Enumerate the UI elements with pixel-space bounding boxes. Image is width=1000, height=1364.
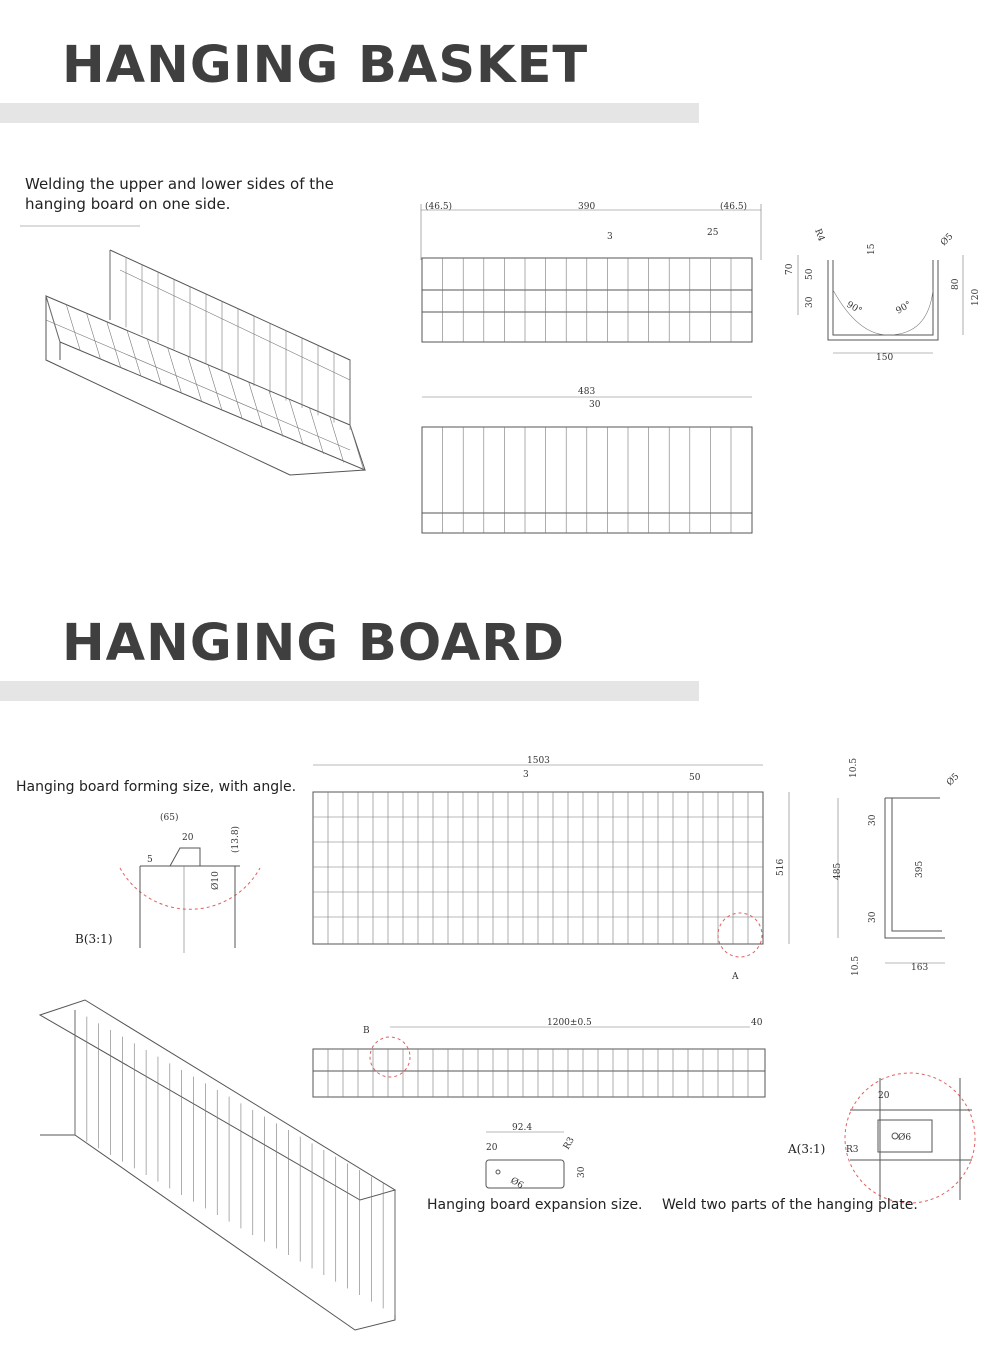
board-side-view: 10.5 Ø5 30 485 395 30 10.5 163: [833, 758, 962, 976]
detail-b-drawing: (65) 20 (13.8) Ø10 5: [119, 812, 261, 953]
exp-20: 20: [486, 1143, 498, 1153]
exp-dia: Ø6: [509, 1175, 526, 1191]
side-dim-10-5-bot: 10.5: [851, 956, 861, 976]
detail-a-drawing: 20 R3 Ø6: [844, 1072, 976, 1204]
wire: [147, 338, 162, 386]
board-dim-50: 50: [689, 773, 701, 783]
wire: [126, 330, 142, 377]
side-dim-10-5-top: 10.5: [849, 758, 859, 778]
basket-front-view: (46.5) 390 (46.5) 3 25: [420, 201, 762, 343]
detail-b-5: 5: [147, 855, 153, 865]
board-dim-gap: 3: [523, 770, 529, 780]
side-dim-30-top: 30: [868, 814, 878, 826]
wire: [228, 373, 243, 420]
wire: [65, 304, 81, 351]
detail-a-20: 20: [878, 1091, 890, 1101]
wire: [86, 313, 101, 360]
exp-30: 30: [577, 1166, 587, 1178]
side-dim-30-bot: 30: [868, 911, 878, 923]
dim-tab: 25: [707, 228, 719, 238]
weld-plate-note: Weld two parts of the hanging plate.: [662, 1197, 918, 1213]
detail-a-label: A(3:1): [788, 1142, 826, 1156]
forming-note: Hanging board forming size, with angle.: [16, 779, 297, 795]
detail-b-13-8: (13.8): [230, 826, 241, 853]
dim-15: 15: [867, 243, 877, 255]
marker-a: A: [731, 972, 739, 982]
dim-left: (46.5): [425, 201, 452, 212]
basket-isometric-drawing: [20, 225, 366, 476]
dim-30: 30: [805, 296, 815, 308]
wire: [207, 364, 223, 411]
detail-a-r3: R3: [846, 1145, 859, 1155]
section-title-basket: HANGING BASKET: [62, 36, 589, 95]
basket-top-view: 483 30: [421, 387, 753, 534]
board-top-view: B 1200±0.5 40: [312, 1018, 766, 1098]
angle-left: 90°: [845, 300, 864, 317]
board-dim-1200: 1200±0.5: [547, 1018, 592, 1028]
wire: [268, 390, 284, 437]
wire: [45, 295, 61, 343]
dim-80: 80: [951, 278, 961, 290]
detail-b-label: B(3:1): [75, 932, 113, 946]
side-dim-163: 163: [911, 963, 928, 973]
wire: [248, 381, 263, 429]
dim-30-top: 30: [589, 400, 601, 410]
dim-dia: Ø5: [938, 231, 955, 248]
dim-483: 483: [578, 387, 595, 397]
exp-r3: R3: [562, 1135, 577, 1151]
section-divider: [0, 681, 699, 701]
wire: [329, 416, 345, 463]
section-divider: [0, 103, 699, 123]
wire: [187, 356, 203, 403]
expansion-drawing: 92.4 20 R3 Ø6 30: [485, 1123, 587, 1191]
side-dim-dia: Ø5: [944, 771, 961, 788]
board-isometric-drawing: [38, 999, 397, 1331]
board-dim-1503: 1503: [527, 756, 550, 766]
detail-b-65: (65): [160, 812, 178, 823]
expansion-note: Hanging board expansion size.: [427, 1197, 643, 1213]
board-dim-516: 516: [776, 859, 786, 876]
wire: [106, 321, 122, 368]
dim-right: (46.5): [720, 201, 747, 212]
section-title-board: HANGING BOARD: [62, 614, 565, 673]
dim-gap: 3: [607, 232, 613, 242]
wire: [288, 399, 304, 446]
dim-50: 50: [805, 268, 815, 280]
marker-b: B: [363, 1026, 370, 1036]
detail-b-20: 20: [182, 833, 194, 843]
side-dim-395: 395: [915, 861, 925, 878]
exp-92-4: 92.4: [512, 1123, 532, 1133]
side-dim-485: 485: [833, 863, 843, 880]
board-front-view: 1503 3 50 516 A: [312, 756, 790, 982]
angle-right: 90°: [895, 300, 914, 317]
board-dim-40: 40: [751, 1018, 763, 1028]
dim-70: 70: [785, 263, 795, 275]
weld-note: Welding the upper and lower sides of the…: [25, 175, 334, 213]
wire: [309, 407, 324, 454]
dim-radius: R4: [812, 228, 826, 243]
dim-middle: 390: [578, 202, 595, 212]
wire: [349, 424, 365, 472]
wire: [167, 347, 182, 394]
detail-b-10: Ø10: [210, 871, 221, 890]
detail-a-dia: Ø6: [898, 1132, 911, 1143]
basket-side-view: R4 70 50 30 15 80 120 150 90° 90° Ø5: [785, 228, 981, 363]
dim-150: 150: [876, 353, 893, 363]
dim-120: 120: [971, 289, 981, 306]
